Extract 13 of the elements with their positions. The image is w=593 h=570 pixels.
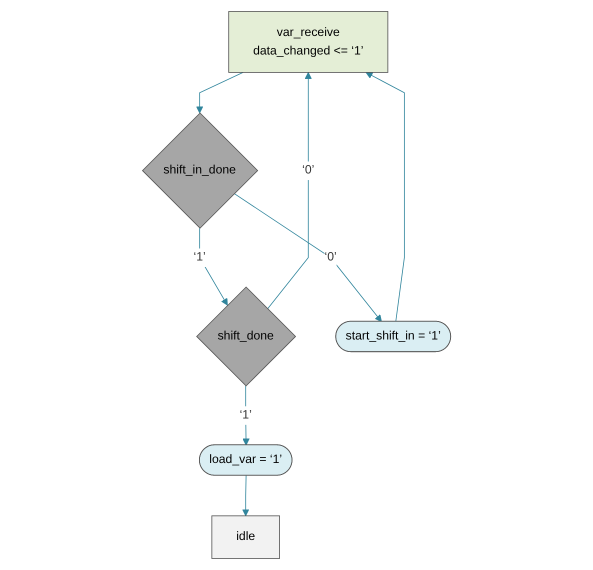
- node-box: var_receive data_changed <= ‘1’: [228, 11, 388, 73]
- node-diamond: shift_done: [196, 286, 296, 386]
- arrow: [196, 72, 244, 114]
- arrow: [234, 193, 382, 322]
- arrow: [242, 475, 250, 516]
- edge-label: ‘0’: [302, 163, 314, 177]
- arrow: [267, 72, 312, 310]
- node-diamond: shift_in_done: [142, 112, 258, 229]
- node-box: idle: [211, 515, 280, 559]
- edge-label: ‘0’: [324, 250, 337, 264]
- edge-label: ‘1’: [240, 408, 252, 422]
- edge-label: ‘1’: [193, 250, 206, 264]
- arrow: [366, 72, 405, 322]
